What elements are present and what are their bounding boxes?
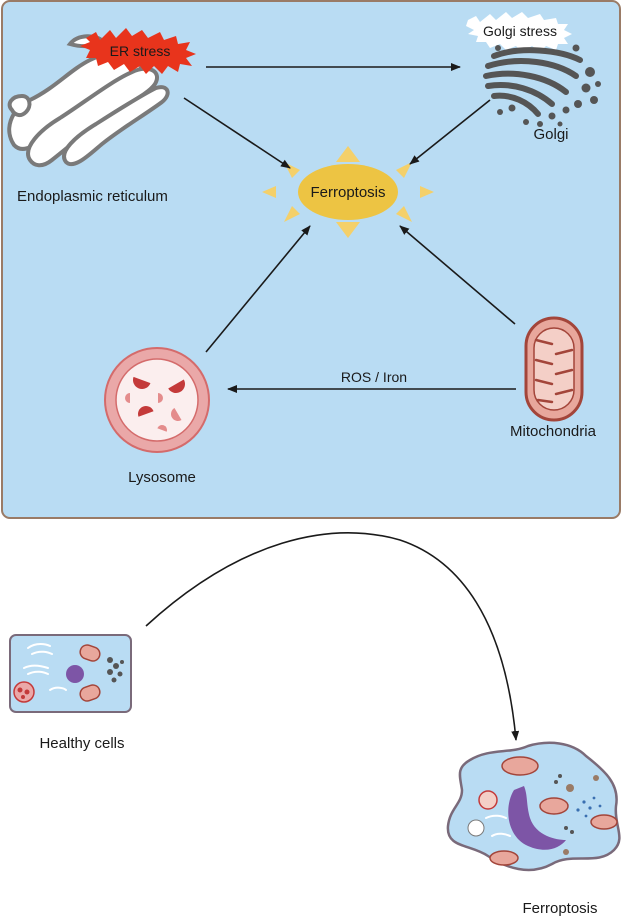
arrow-er-to-ferroptosis — [183, 97, 291, 169]
er-label: Endoplasmic reticulum — [17, 188, 168, 205]
golgi-label: Golgi — [533, 126, 568, 143]
ferroptotic-cell-icon — [446, 741, 621, 872]
er-stress-label: ER stress — [110, 43, 171, 59]
healthy-cell-icon — [9, 634, 132, 713]
arrow-mitochondria-to-ferroptosis — [399, 225, 516, 325]
golgi-stress-burst-icon — [466, 12, 572, 52]
golgi-stress-label: Golgi stress — [483, 23, 557, 39]
ferroptosis-sun-icon — [262, 146, 434, 238]
golgi-icon — [483, 44, 601, 127]
healthy-cells-label: Healthy cells — [39, 735, 124, 752]
ferroptosis-cell-label: Ferroptosis — [522, 900, 597, 917]
lysosome-icon — [104, 347, 210, 453]
mitochondria-label: Mitochondria — [510, 423, 597, 440]
ros-iron-label: ROS / Iron — [341, 369, 407, 385]
er-stress-burst-icon — [80, 28, 196, 74]
ferroptosis-center-label: Ferroptosis — [310, 184, 385, 201]
lysosome-label: Lysosome — [128, 469, 196, 486]
arrow-healthy-to-ferroptosis — [145, 532, 520, 741]
arrow-golgi-to-ferroptosis — [409, 99, 491, 165]
mitochondria-icon — [524, 316, 584, 422]
arrow-lysosome-to-ferroptosis — [205, 225, 311, 353]
